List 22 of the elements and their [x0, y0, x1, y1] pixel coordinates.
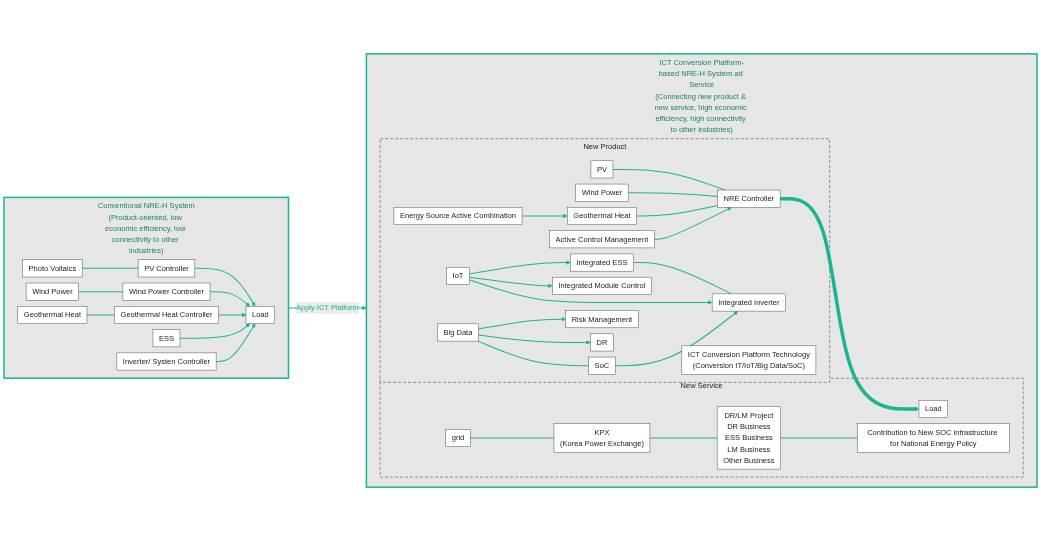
- connector: [612, 168, 726, 191]
- connector: [636, 204, 719, 217]
- arrow: [179, 323, 251, 339]
- arrow: [468, 260, 571, 275]
- connector: [78, 291, 124, 293]
- connector: [86, 314, 116, 316]
- connector: [632, 262, 732, 295]
- arrow: [215, 323, 256, 362]
- arrow: [653, 207, 732, 240]
- arrow: [780, 196, 920, 412]
- arrow: [217, 312, 247, 318]
- arrow: [194, 267, 256, 307]
- arrow: [521, 213, 568, 219]
- connector: [627, 192, 719, 197]
- connector: [81, 267, 139, 269]
- arrow: [477, 316, 566, 330]
- arrow: [477, 334, 591, 345]
- arrow: [468, 276, 553, 289]
- arrow: [209, 291, 251, 307]
- arrow: [468, 279, 713, 305]
- arrow: [614, 310, 738, 367]
- connector: [477, 340, 590, 367]
